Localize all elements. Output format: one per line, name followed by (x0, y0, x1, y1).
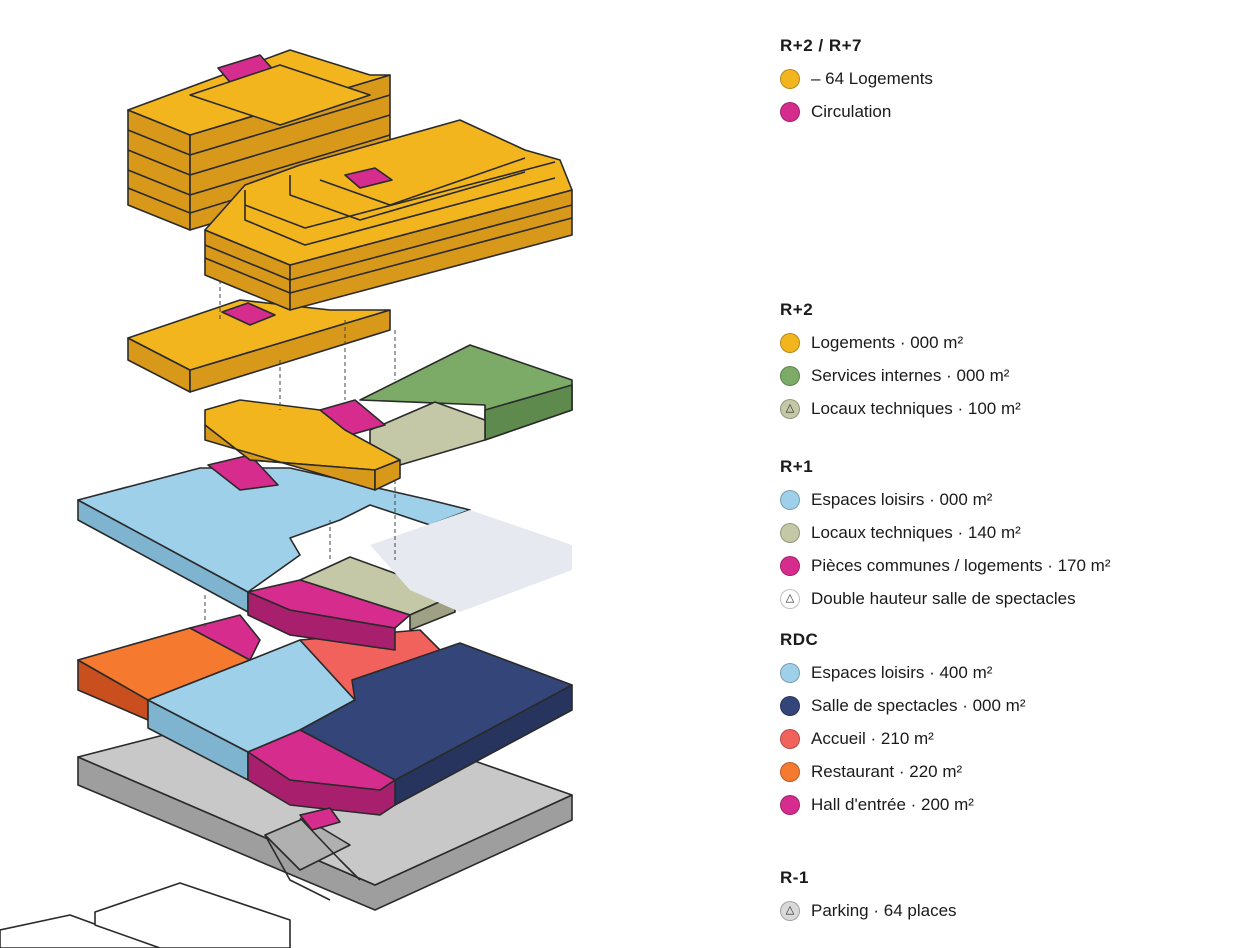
color-dot-icon (780, 695, 800, 716)
legend-item: Logements · 000 m² (780, 326, 1021, 359)
triangle-icon: △ (780, 398, 800, 419)
color-dot-icon (780, 489, 800, 510)
legend-item-label: Espaces loisirs · 000 m² (811, 489, 993, 509)
color-dot-icon (780, 68, 800, 89)
legend-item: Circulation (780, 95, 933, 128)
color-dot-icon (780, 101, 800, 122)
r1-level (77, 454, 572, 651)
r2-level (204, 344, 573, 491)
legend-group-title: R+2 / R+7 (780, 36, 862, 55)
legend-group-title: R-1 (780, 868, 809, 887)
exploded-axonometric-diagram (0, 49, 573, 948)
legend-item: Services internes · 000 m² (780, 359, 1021, 392)
neighbour-building-outline (0, 882, 291, 948)
legend-item: Salle de spectacles · 000 m² (780, 689, 1026, 722)
color-dot-icon (780, 522, 800, 543)
legend-item-label: – 64 Logements (811, 68, 933, 88)
legend-item: △ Locaux techniques · 100 m² (780, 392, 1021, 425)
legend-item-label: Logements · 000 m² (811, 332, 964, 352)
tower-b (204, 119, 573, 311)
legend-group-title: R+2 (780, 300, 814, 319)
legend-group-r1: R+1 Espaces loisirs · 000 m² Locaux tech… (780, 455, 1111, 615)
color-dot-icon (780, 728, 800, 749)
legend-item-label: Services internes · 000 m² (811, 365, 1010, 385)
legend-item-label: Salle de spectacles · 000 m² (811, 695, 1026, 715)
legend-group-rdc: RDC Espaces loisirs · 400 m² Salle de sp… (780, 628, 1026, 821)
legend-group-title: RDC (780, 630, 819, 649)
color-dot-icon (780, 794, 800, 815)
legend-item-label: Espaces loisirs · 400 m² (811, 662, 993, 682)
legend-group-title: R+1 (780, 457, 814, 476)
legend-item: Pièces communes / logements · 170 m² (780, 549, 1111, 582)
triangle-icon: △ (780, 588, 800, 609)
legend-item: – 64 Logements (780, 62, 933, 95)
legend-item: Espaces loisirs · 000 m² (780, 483, 1111, 516)
r2-yellow-slab (127, 299, 391, 393)
color-dot-icon (780, 365, 800, 386)
legend-item: △ Parking · 64 places (780, 894, 957, 927)
legend-item-label: Accueil · 210 m² (811, 728, 934, 748)
legend-item: Hall d'entrée · 200 m² (780, 788, 1026, 821)
legend-item-label: Locaux techniques · 140 m² (811, 522, 1021, 542)
legend-item-label: Locaux techniques · 100 m² (811, 398, 1021, 418)
rdc-level (77, 614, 573, 831)
triangle-icon: △ (780, 900, 800, 921)
legend-item-label: Parking · 64 places (811, 900, 957, 920)
color-dot-icon (780, 332, 800, 353)
legend-item: △ Double hauteur salle de spectacles (780, 582, 1111, 615)
legend-group-basement: R-1 △ Parking · 64 places (780, 866, 957, 927)
color-dot-icon (780, 662, 800, 683)
legend-item-label: Double hauteur salle de spectacles (811, 588, 1076, 608)
legend-item-label: Circulation (811, 101, 892, 121)
legend-item: Locaux techniques · 140 m² (780, 516, 1111, 549)
legend-group-r2: R+2 Logements · 000 m² Services internes… (780, 298, 1021, 425)
legend-item-label: Pièces communes / logements · 170 m² (811, 555, 1111, 575)
legend-item-label: Restaurant · 220 m² (811, 761, 963, 781)
legend: R+2 / R+7 – 64 Logements Circulation R+2… (780, 0, 1240, 948)
vertical-link-lines (204, 280, 396, 630)
legend-item: Restaurant · 220 m² (780, 755, 1026, 788)
color-dot-icon (780, 555, 800, 576)
legend-item: Espaces loisirs · 400 m² (780, 656, 1026, 689)
legend-item: Accueil · 210 m² (780, 722, 1026, 755)
legend-group-upper-floors: R+2 / R+7 – 64 Logements Circulation (780, 34, 933, 128)
legend-item-label: Hall d'entrée · 200 m² (811, 794, 974, 814)
color-dot-icon (780, 761, 800, 782)
